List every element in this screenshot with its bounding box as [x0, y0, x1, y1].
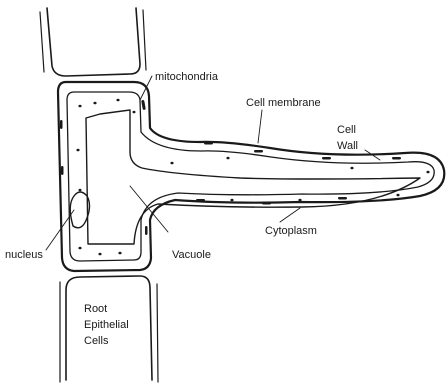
vacuole-outline	[86, 110, 420, 244]
label-root-line3: Cells	[84, 335, 109, 347]
cytoplasm-granules	[60, 99, 430, 256]
label-root-line1: Root	[84, 303, 107, 315]
cell-membrane-outline	[67, 92, 434, 261]
label-cell-membrane: Cell membrane	[246, 97, 321, 109]
label-vacuole: Vacuole	[172, 249, 211, 261]
label-root-line2: Epithelial	[84, 319, 129, 331]
upper-epithelial-cell	[40, 8, 146, 76]
label-nucleus: nucleus	[5, 249, 43, 261]
label-mitochondria: mitochondria	[155, 71, 219, 83]
label-cell-wall-line1: Cell	[337, 124, 356, 136]
cell-wall-outline	[58, 82, 444, 271]
label-cytoplasm: Cytoplasm	[265, 225, 317, 237]
label-cell-wall-line2: Wall	[337, 140, 358, 152]
